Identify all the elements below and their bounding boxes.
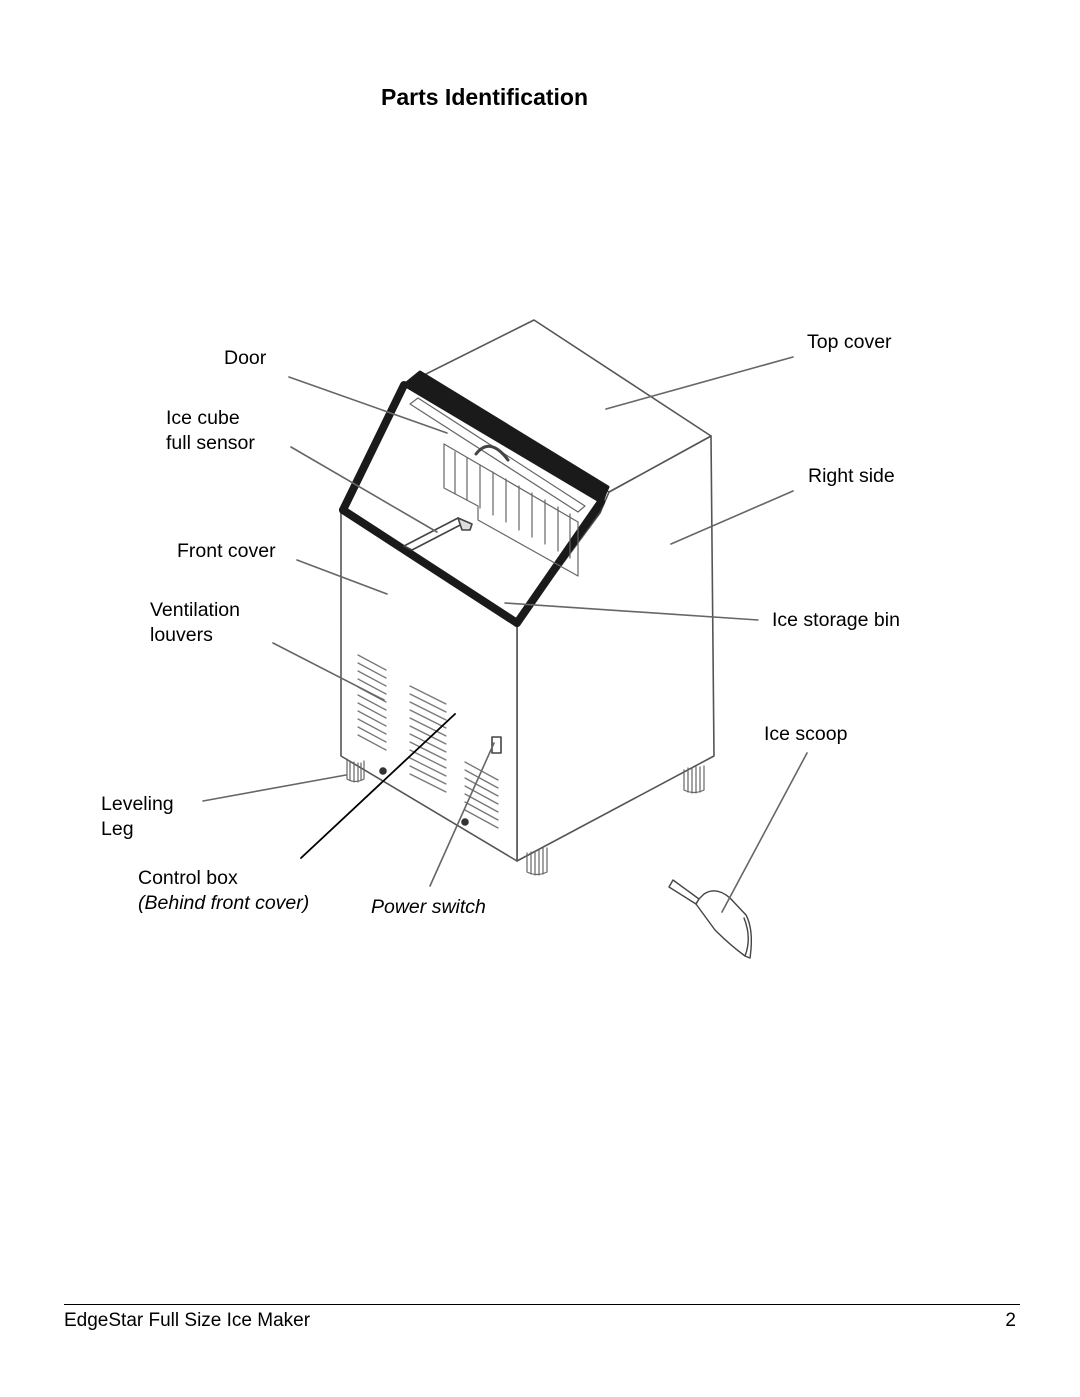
door-frame [339, 370, 610, 627]
control-box-label: Control box (Behind front cover) [138, 867, 310, 914]
door-leader [288, 376, 448, 434]
footer-page-number: 2 [1005, 1310, 1016, 1331]
scoop-leader [721, 752, 808, 913]
right-side-leader [670, 490, 794, 545]
ice-storage-bin-label: Ice storage bin [772, 609, 900, 631]
leader-lines [202, 356, 808, 913]
leveling-legs [346, 758, 705, 876]
ice-full-sensor [403, 517, 473, 551]
control-box-leader [300, 713, 456, 859]
louvers-leader [272, 642, 385, 701]
footer-product-name: EdgeStar Full Size Ice Maker [64, 1310, 311, 1331]
bin-leader [504, 602, 759, 621]
right-side-label: Right side [808, 465, 895, 487]
evaporator-grid [409, 397, 586, 577]
ventilation-louvers-label: Ventilation louvers [150, 599, 240, 646]
front-cover-leader [296, 559, 388, 595]
power-switch-label: Power switch [371, 896, 486, 918]
control-box-note: (Behind front cover) [138, 891, 310, 914]
door-label: Door [224, 347, 267, 369]
power-switch-leader [429, 742, 495, 887]
leg-leader [202, 774, 347, 802]
front-cover-label: Front cover [177, 540, 276, 562]
ice-scoop-label: Ice scoop [764, 723, 848, 745]
leveling-leg-label: Leveling Leg [101, 793, 174, 840]
top-cover-leader [605, 356, 794, 410]
ice-scoop [668, 879, 753, 959]
ice-cube-sensor-label: Ice cube full sensor [166, 407, 255, 454]
page-title: Parts Identification [381, 84, 589, 110]
front-screws [379, 767, 469, 826]
top-cover-label: Top cover [807, 331, 892, 353]
sensor-leader [290, 446, 438, 533]
ventilation-louvers [357, 654, 499, 829]
footer-divider [64, 1304, 1020, 1305]
power-switch [491, 736, 502, 754]
